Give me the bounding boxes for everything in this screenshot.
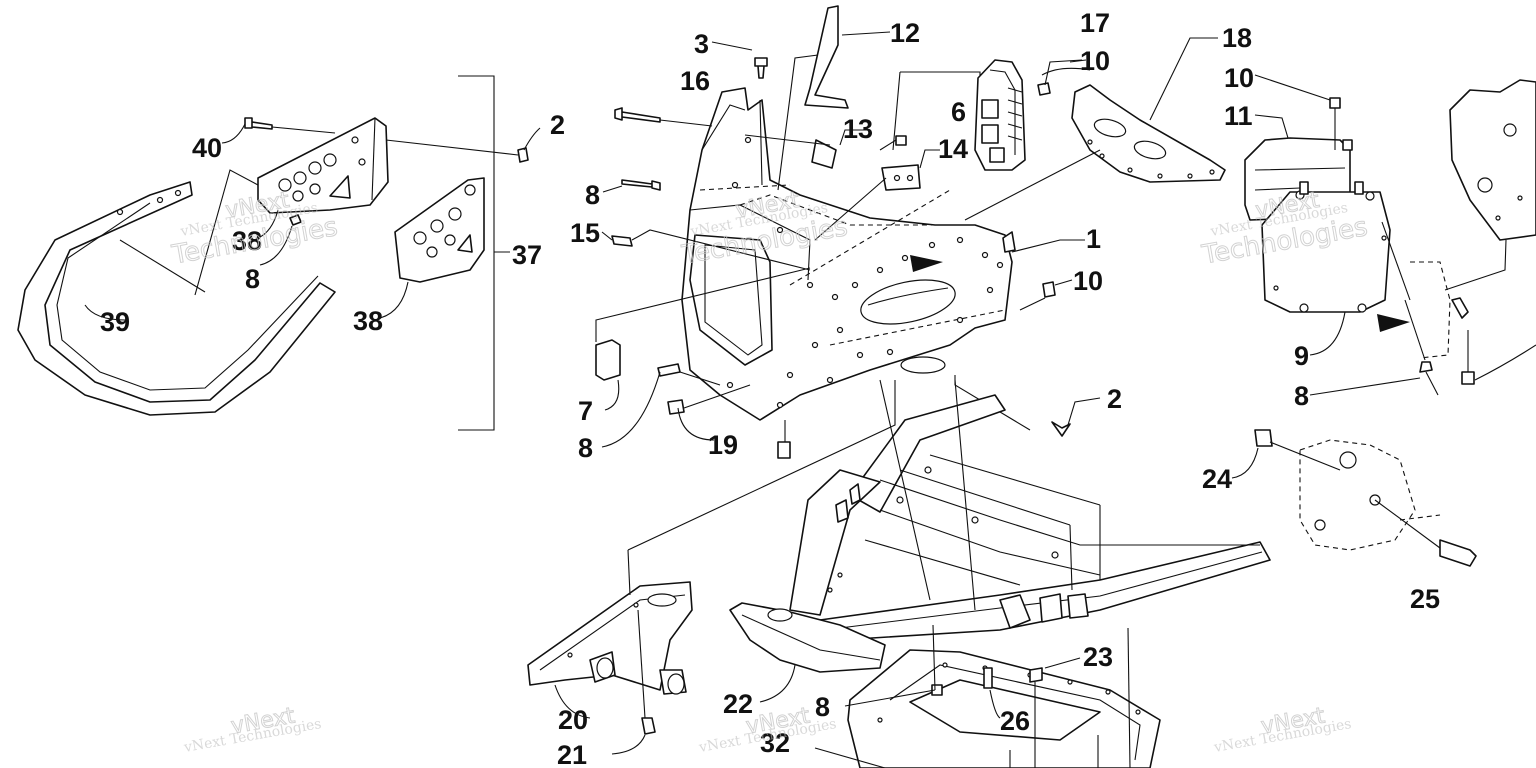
corner-bracket xyxy=(1449,79,1536,241)
callout-23: 23 xyxy=(1083,642,1113,672)
frame-crossmember xyxy=(819,541,1271,641)
callout-8: 8 xyxy=(578,433,593,463)
cover-9 xyxy=(1261,191,1391,313)
callout-17: 17 xyxy=(1080,8,1110,38)
callout-19: 19 xyxy=(708,430,738,460)
plate-24 xyxy=(1299,439,1416,551)
frame-rail xyxy=(849,394,1006,513)
callout-39: 39 xyxy=(100,307,130,337)
callout-32: 32 xyxy=(760,728,790,758)
upper-panels xyxy=(964,37,1226,221)
callout-8: 8 xyxy=(585,180,600,210)
bumper-39 xyxy=(17,181,336,416)
callout-38: 38 xyxy=(353,306,383,336)
callout-22: 22 xyxy=(723,689,753,719)
screw-3 xyxy=(754,57,768,79)
bolt-25 xyxy=(1439,539,1477,567)
callout-2: 2 xyxy=(1107,384,1122,414)
callout-10: 10 xyxy=(1080,46,1110,76)
callout-38: 38 xyxy=(232,226,262,256)
callout-3: 3 xyxy=(694,29,709,59)
direction-arrow xyxy=(910,255,943,272)
mounting-holes xyxy=(726,136,1004,409)
callout-21: 21 xyxy=(557,740,587,768)
callout-6: 6 xyxy=(951,97,966,127)
callout-24: 24 xyxy=(1202,464,1232,494)
plate-18 xyxy=(1071,84,1226,183)
callout-labels: 1 2 2 3 6 7 8 8 8 8 8 9 10 10 10 11 12 1… xyxy=(100,8,1440,768)
callout-16: 16 xyxy=(680,66,710,96)
callout-8: 8 xyxy=(815,692,830,722)
callout-7: 7 xyxy=(578,396,593,426)
group-bracket-37 xyxy=(458,75,510,431)
callout-1: 1 xyxy=(1086,224,1101,254)
bumper-assembly xyxy=(17,75,541,431)
callout-9: 9 xyxy=(1294,341,1309,371)
bracket-20 xyxy=(527,581,693,691)
callout-40: 40 xyxy=(192,133,222,163)
side-plate xyxy=(1231,429,1477,567)
callout-2: 2 xyxy=(550,110,565,140)
control-module xyxy=(1244,74,1536,396)
callout-37: 37 xyxy=(512,240,542,270)
callout-12: 12 xyxy=(890,18,920,48)
callout-10: 10 xyxy=(1073,266,1103,296)
bracket-12 xyxy=(804,5,849,109)
callout-10: 10 xyxy=(1224,63,1254,93)
direction-arrow-right xyxy=(1377,314,1410,332)
front-frame-assembly xyxy=(595,5,1101,459)
callout-18: 18 xyxy=(1222,23,1252,53)
bolt-40 xyxy=(244,117,273,130)
callout-8: 8 xyxy=(245,264,260,294)
callout-14: 14 xyxy=(938,134,968,164)
callout-13: 13 xyxy=(843,114,873,144)
callout-8: 8 xyxy=(1294,381,1309,411)
main-frame xyxy=(527,379,1271,768)
callout-25: 25 xyxy=(1410,584,1440,614)
callout-15: 15 xyxy=(570,218,600,248)
callout-26: 26 xyxy=(1000,706,1030,736)
bracket-14 xyxy=(881,164,921,191)
bolt-16 xyxy=(614,107,661,123)
screw-6 xyxy=(895,135,907,146)
callout-20: 20 xyxy=(558,705,588,735)
block-7 xyxy=(595,339,621,381)
callout-11: 11 xyxy=(1224,101,1253,131)
